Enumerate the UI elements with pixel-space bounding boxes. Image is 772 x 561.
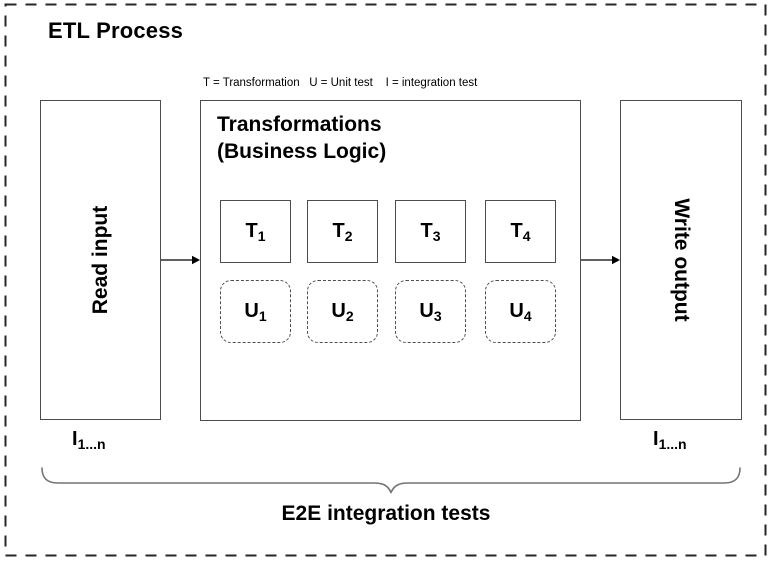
curly-brace [41, 467, 741, 494]
legend-text: T = Transformation U = Unit test I = int… [203, 77, 478, 89]
arrow-transformations-to-write [580, 255, 620, 265]
page-title: ETL Process [48, 18, 184, 43]
t-box-4: T4 [485, 200, 556, 263]
read-input-label: Read input [88, 205, 112, 315]
arrow-read-to-transformations [160, 255, 200, 265]
u-box-2: U2 [307, 280, 378, 343]
io-label-right: I1...n [653, 428, 687, 452]
e2e-integration-tests-label: E2E integration tests [281, 502, 491, 525]
read-input-box: Read input [40, 100, 161, 420]
u-box-1-label: U1 [244, 299, 267, 324]
t-box-2: T2 [307, 200, 378, 263]
write-output-box: Write output [620, 100, 742, 420]
transformations-title-line2: (Business Logic) [217, 140, 387, 163]
u-box-2-label: U2 [331, 299, 354, 324]
t-box-1-label: T1 [245, 219, 266, 244]
t-box-3-label: T3 [420, 219, 441, 244]
t-box-3: T3 [395, 200, 466, 263]
u-box-1: U1 [220, 280, 291, 343]
transformations-title: Transformations (Business Logic) [217, 111, 386, 165]
t-box-2-label: T2 [332, 219, 353, 244]
t-box-4-label: T4 [510, 219, 531, 244]
t-box-1: T1 [220, 200, 291, 263]
transformations-box: Transformations (Business Logic) T1 T2 T… [200, 100, 581, 421]
u-box-4: U4 [485, 280, 556, 343]
u-box-4-label: U4 [509, 299, 532, 324]
u-box-3-label: U3 [419, 299, 442, 324]
write-output-label: Write output [670, 198, 693, 322]
u-box-3: U3 [395, 280, 466, 343]
io-label-left: I1...n [72, 428, 106, 452]
transformations-title-line1: Transformations [217, 113, 382, 136]
